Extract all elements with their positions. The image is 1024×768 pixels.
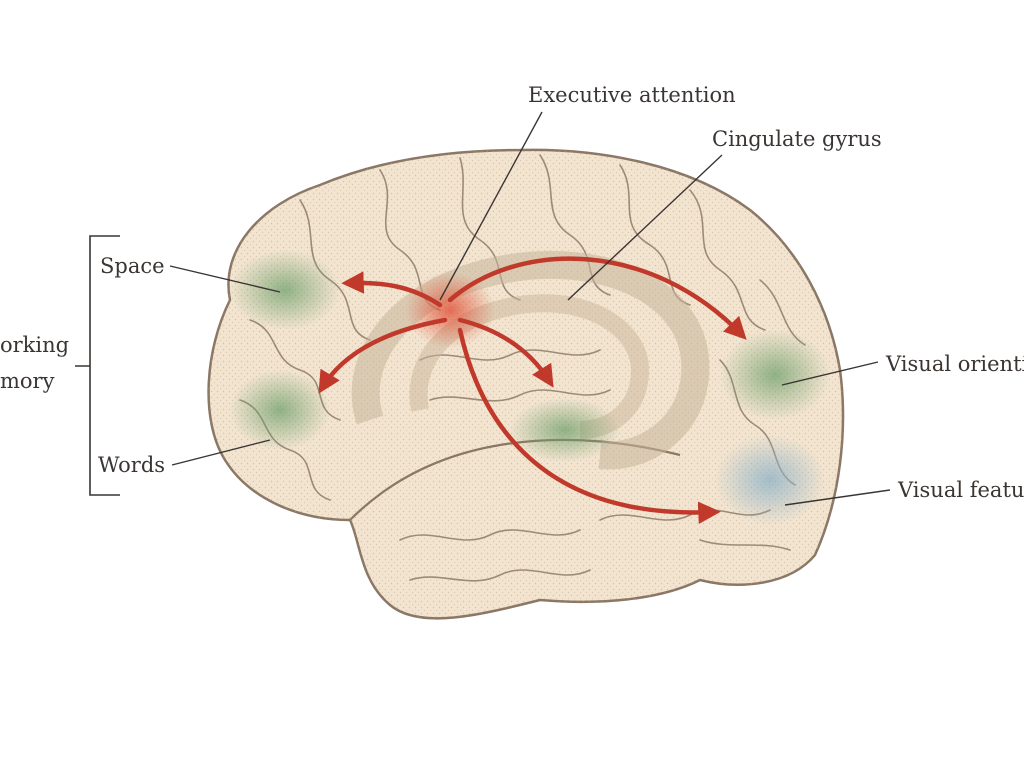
cingulate-band bbox=[351, 250, 710, 470]
working-memory-bracket bbox=[75, 235, 120, 496]
cingulate-region bbox=[510, 398, 620, 462]
label-executive-attention: Executive attention bbox=[528, 83, 736, 107]
arrow-to-words bbox=[318, 317, 448, 394]
label-memory: mory bbox=[0, 369, 55, 393]
executive-attention-region bbox=[405, 272, 495, 348]
arrow-to-space bbox=[341, 271, 443, 308]
label-space: Space bbox=[100, 254, 165, 278]
label-working: orking bbox=[0, 333, 69, 357]
label-cingulate-gyrus: Cingulate gyrus bbox=[712, 127, 882, 151]
leader-visual-orienting bbox=[781, 361, 879, 386]
attention-arrows bbox=[318, 256, 747, 524]
brain-texture bbox=[208, 149, 843, 619]
label-visual-orienting: Visual orienti bbox=[885, 352, 1024, 376]
leader-words bbox=[171, 439, 271, 466]
leader-space bbox=[169, 265, 281, 293]
leader-visual-features bbox=[784, 489, 891, 506]
space-region bbox=[230, 250, 340, 330]
words-region bbox=[230, 370, 330, 450]
arrow-to-visual-orienting bbox=[447, 256, 747, 340]
cingulate-inner bbox=[409, 294, 650, 439]
label-words: Words bbox=[98, 453, 165, 477]
label-visual-features: Visual featur bbox=[897, 478, 1024, 502]
leader-cingulate-gyrus bbox=[567, 154, 723, 301]
brain-illustration bbox=[207, 148, 845, 620]
visual-orienting-region bbox=[720, 330, 830, 420]
arrow-to-visual-features bbox=[457, 327, 721, 524]
arrow-to-cingulate bbox=[457, 317, 554, 388]
visual-features-region bbox=[715, 435, 825, 525]
leader-lines bbox=[169, 111, 891, 506]
leader-executive-attention bbox=[439, 111, 543, 301]
